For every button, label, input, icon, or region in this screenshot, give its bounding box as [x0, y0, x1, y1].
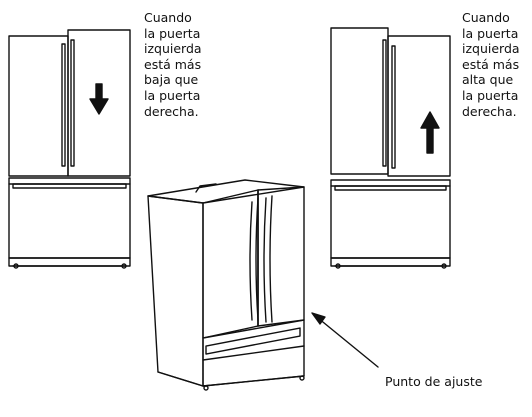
adjust-point-arrow	[311, 312, 379, 368]
caption-line: la puerta	[144, 87, 201, 103]
caption-line: la puerta	[144, 25, 201, 41]
arrow-up-icon	[420, 111, 440, 154]
caption-line: izquierda	[462, 41, 520, 57]
fridge-left-door-low	[8, 29, 131, 269]
caption-line: la puerta	[462, 25, 519, 41]
fridge-center	[147, 179, 305, 391]
caption-line: baja que	[144, 72, 199, 88]
arrow-down-icon	[89, 83, 109, 115]
caption-line: Cuando	[462, 10, 510, 25]
fridge-right-door-high	[330, 27, 451, 269]
caption-left-door-lower: Cuando la puerta izquierda está más baja…	[144, 10, 202, 119]
caption-line: derecha.	[462, 103, 517, 119]
caption-left-door-higher: Cuando la puerta izquierda está más alta…	[462, 10, 520, 119]
caption-line: derecha.	[144, 103, 199, 119]
caption-line: izquierda	[144, 41, 202, 57]
caption-line: está más	[462, 56, 520, 72]
adjust-point-label: Punto de ajuste	[385, 374, 483, 389]
caption-line: la puerta	[462, 87, 519, 103]
caption-line: Cuando	[144, 10, 192, 25]
caption-line: está más	[144, 56, 202, 72]
caption-line: alta que	[462, 72, 514, 88]
